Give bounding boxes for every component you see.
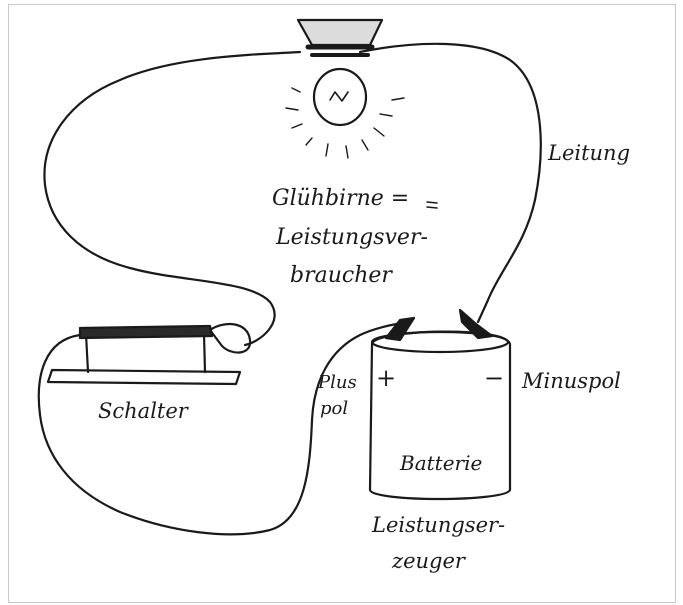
bulb-label-line2: Leistungsver- bbox=[275, 225, 428, 250]
plus-sign: + bbox=[376, 364, 396, 392]
minus-sign: − bbox=[484, 364, 504, 392]
wire-bottom bbox=[39, 323, 402, 534]
wire-left bbox=[44, 52, 300, 345]
bulb-label-line3: braucher bbox=[290, 263, 393, 288]
bulb-label: Glühbirne = bbox=[272, 186, 409, 211]
producer-label-line1: Leistungser- bbox=[371, 513, 505, 537]
switch-lever bbox=[80, 326, 212, 338]
battery-plus-terminal bbox=[386, 318, 414, 340]
battery-label: Batterie bbox=[399, 451, 482, 475]
light-bulb bbox=[314, 69, 366, 125]
switch-label: Schalter bbox=[98, 399, 190, 423]
switch-knob bbox=[210, 324, 250, 353]
light-rays bbox=[286, 88, 404, 158]
switch-base bbox=[48, 370, 240, 384]
lamp-socket bbox=[298, 20, 382, 45]
plus-pole-label-line1: Plus bbox=[317, 372, 357, 393]
producer-label-line2: zeuger bbox=[391, 549, 467, 573]
plus-pole-label-line2: pol bbox=[320, 398, 348, 419]
wire-label: Leitung bbox=[547, 141, 630, 165]
minus-pole-label: Minuspol bbox=[521, 369, 621, 393]
battery-minus-terminal bbox=[460, 310, 492, 338]
